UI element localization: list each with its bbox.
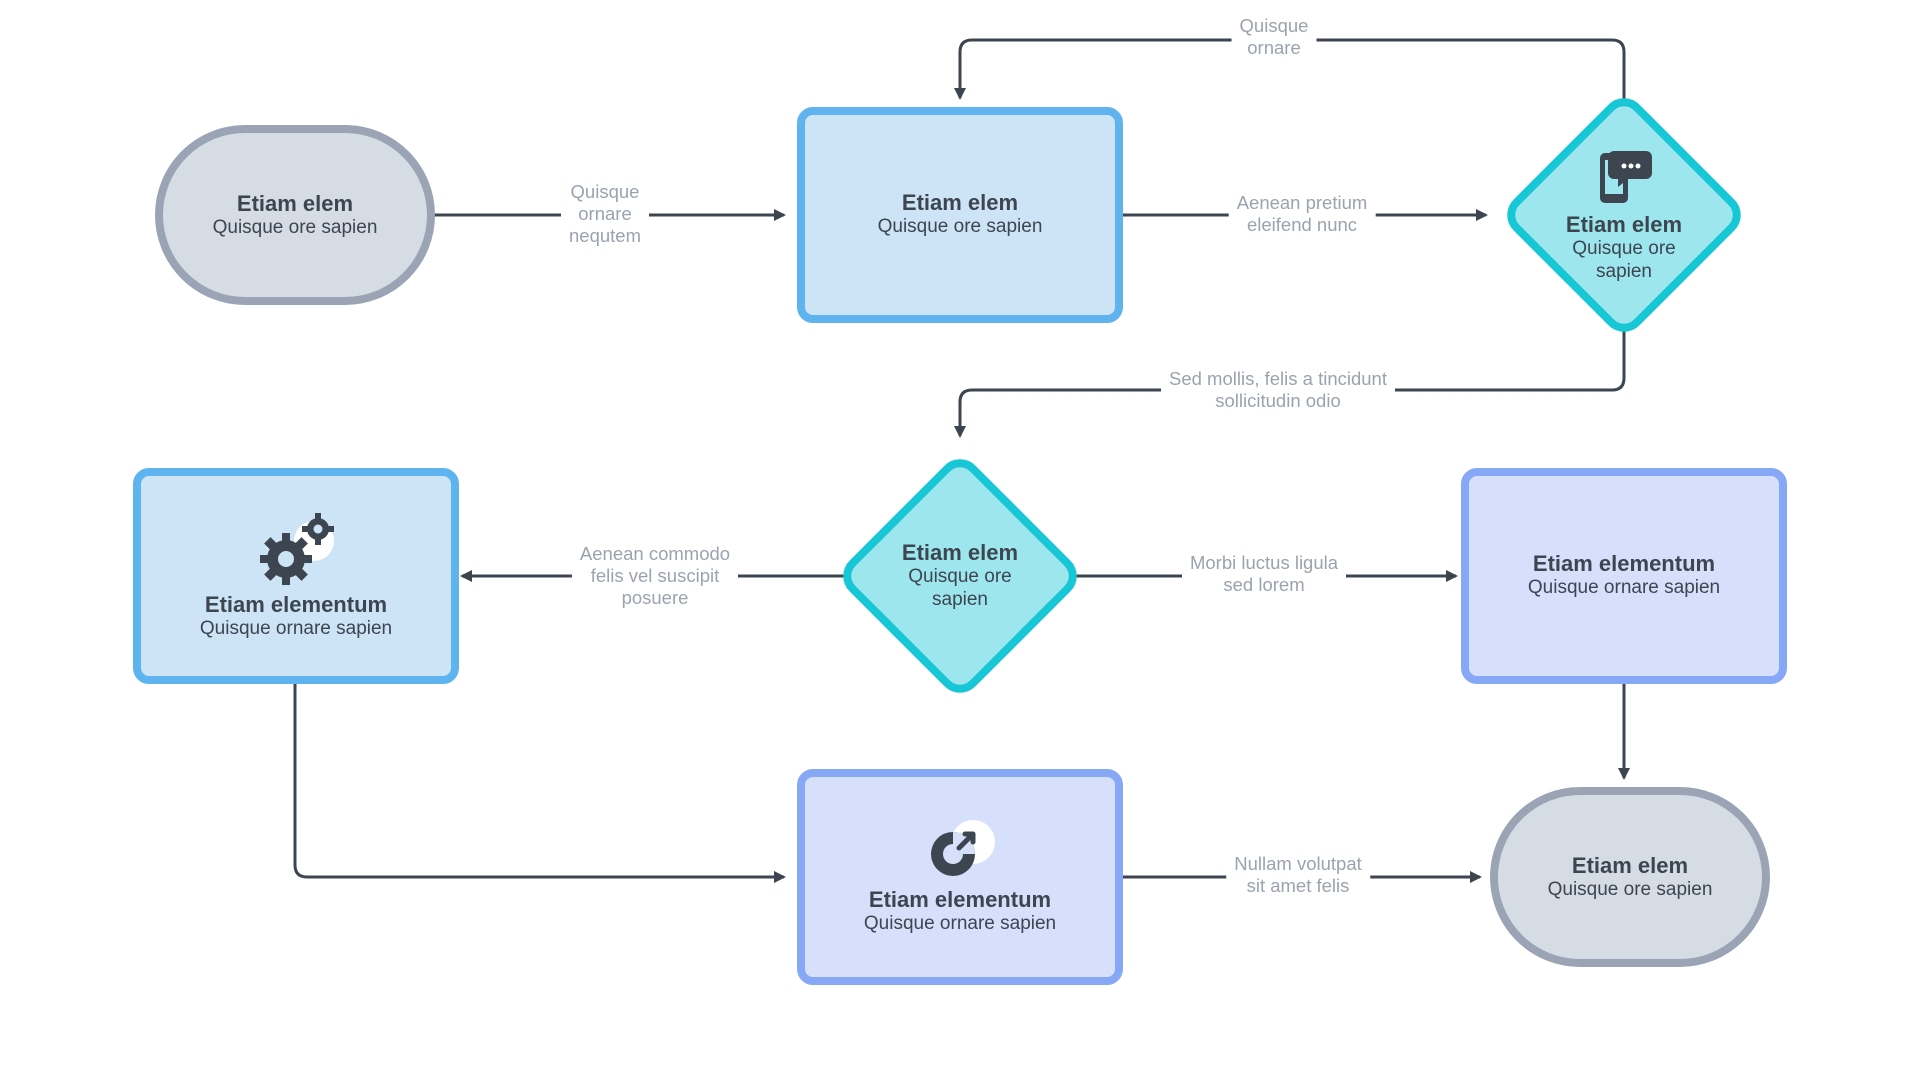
edge-label-start-to-process: Quisque ornare nequtem (561, 181, 649, 247)
decision-middle-title: Etiam elem (901, 540, 1019, 565)
gears-icon (260, 512, 334, 585)
process-bottom[interactable]: Etiam elementum Quisque ornare sapien (797, 769, 1123, 985)
edge-label-loop-back: Quisque ornare (1231, 15, 1317, 59)
edge-label-decision-to-decision: Sed mollis, felis a tincidunt sollicitud… (1161, 368, 1395, 412)
connector-left-to-bottom (293, 653, 786, 883)
start-terminal-title: Etiam elem (236, 190, 354, 216)
decision-top-title: Etiam elem (1565, 212, 1683, 237)
process-top[interactable]: Etiam elem Quisque ore sapien (797, 107, 1123, 323)
process-left-subtitle: Quisque ornare sapien (199, 617, 393, 639)
process-top-title: Etiam elem (901, 190, 1019, 215)
process-right[interactable]: Etiam elementum Quisque ornare sapien (1461, 468, 1787, 684)
edge-label-decision-to-right: Morbi luctus ligula sed lorem (1181, 552, 1347, 596)
decision-middle-subtitle: Quisque ore sapien (908, 566, 1012, 610)
end-terminal-title: Etiam elem (1571, 852, 1689, 878)
start-terminal[interactable]: Etiam elem Quisque ore sapien (155, 125, 435, 305)
process-right-subtitle: Quisque ornare sapien (1527, 577, 1721, 598)
decision-middle[interactable]: Etiam elem Quisque ore sapien (834, 450, 1086, 702)
process-top-subtitle: Quisque ore sapien (877, 216, 1043, 237)
chat-phone-icon (1600, 151, 1652, 203)
decision-top-subtitle: Quisque ore sapien (1572, 238, 1676, 282)
end-terminal[interactable]: Etiam elem Quisque ore sapien (1490, 787, 1770, 967)
edge-label-decision-to-left: Aenean commodo felis vel suscipit posuer… (571, 543, 739, 609)
pie-chart-icon (931, 819, 995, 876)
decision-top[interactable]: Etiam elem Quisque ore sapien (1498, 89, 1750, 341)
edge-label-bottom-to-end: Nullam volutpat sit amet felis (1226, 853, 1370, 897)
process-right-title: Etiam elementum (1532, 551, 1716, 576)
end-terminal-subtitle: Quisque ore sapien (1547, 878, 1713, 900)
process-left-title: Etiam elementum (204, 591, 388, 617)
edge-label-process-to-decision: Aenean pretium eleifend nunc (1228, 192, 1376, 236)
process-bottom-title: Etiam elementum (868, 886, 1052, 912)
process-left[interactable]: Etiam elementum Quisque ornare sapien (133, 468, 459, 684)
start-terminal-subtitle: Quisque ore sapien (212, 216, 378, 238)
process-bottom-subtitle: Quisque ornare sapien (863, 912, 1057, 934)
